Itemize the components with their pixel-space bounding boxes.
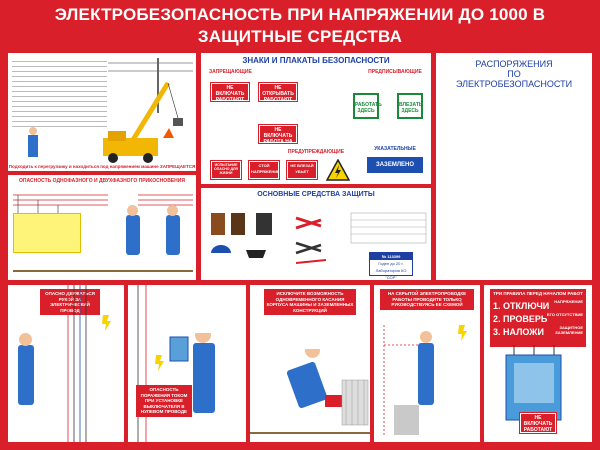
bottom-panel-4: НА СКРЫТОЙ ЭЛЕКТРОПРОВОДКЕ РАБОТЫ ПРОВОД…: [374, 285, 480, 442]
crane-panel: Подходить к перегрузчику и находиться по…: [8, 53, 196, 171]
prohibiting-label: ЗАПРЕЩАЮЩИЕ: [209, 69, 252, 75]
hidden-wiring-illustration: [383, 325, 467, 435]
worker-figure-6: [418, 343, 434, 405]
rule-1: 1. ОТКЛЮЧИ НАПРЯЖЕНИЕ: [493, 296, 583, 311]
worker-head-3: [19, 333, 32, 346]
title-line-2: ЗАЩИТНЫЕ СРЕДСТВА: [197, 27, 403, 46]
bottom-panel-5: ТРИ ПРАВИЛА ПЕРЕД НАЧАЛОМ РАБОТ 1. ОТКЛЮ…: [484, 285, 592, 442]
rule-1-label: 1. ОТКЛЮЧИ: [493, 301, 550, 311]
rule-2-label: 2. ПРОВЕРЬ: [493, 314, 548, 324]
test-tag: № 113399 Годен до 20 г. Лаборатория КО "…: [369, 252, 413, 280]
callout-hand-on-wire: ОПАСНО ДЕРЖАТЬСЯ РУКОЙ ЗА ЭЛЕКТРИЧЕСКИЙ …: [40, 289, 100, 315]
worker-figure-3: [18, 345, 34, 405]
helmet-4: [194, 325, 212, 333]
tag-date: Годен до 20 г.: [378, 261, 404, 266]
orders-panel: РАСПОРЯЖЕНИЯ ПО ЭЛЕКТРОБЕЗОПАСНОСТИ: [436, 53, 592, 280]
worker-figure-4: [193, 343, 215, 413]
callout-neutral-switch: ОПАСНОСТЬ ПОРАЖЕНИЯ ТОКОМ ПРИ УСТАНОВКЕ …: [136, 385, 192, 417]
prescriptive-label: ПРЕДПИСЫВАЮЩИЕ: [368, 69, 422, 75]
title-line-1: ЭЛЕКТРОБЕЗОПАСНОСТЬ ПРИ НАПРЯЖЕНИИ ДО 10…: [54, 5, 546, 24]
sign-switchboard-do-not-switch-on: НЕ ВКЛЮЧАТЬ РАБОТАЮТ ЛЮДИ: [519, 412, 557, 439]
sign-do-not-open: НЕ ОТКРЫВАТЬ РАБОТАЮТ ЛЮДИ: [258, 82, 298, 109]
rule-2-note: ЕГО ОТСУТСТВИЕ: [546, 312, 583, 317]
worker-figure-1: [126, 215, 140, 255]
callout-simultaneous-touch: ИСКЛЮЧИТЕ ВОЗМОЖНОСТЬ ОДНОВРЕМЕННОГО КАС…: [264, 289, 356, 315]
rule-3-note: ЗАЩИТНОЕ ЗАЗЕМЛЕНИЕ: [555, 325, 583, 335]
warning-label: ПРЕДУПРЕЖДАЮЩИЕ: [287, 149, 345, 155]
poster-title: ЭЛЕКТРОБЕЗОПАСНОСТЬ ПРИ НАПРЯЖЕНИИ ДО 10…: [0, 4, 600, 48]
worker-head-1: [127, 205, 138, 216]
protection-heading: ОСНОВНЫЕ СРЕДСТВА ЗАЩИТЫ: [257, 191, 375, 198]
callout-hidden-wiring: НА СКРЫТОЙ ЭЛЕКТРОПРОВОДКЕ РАБОТЫ ПРОВОД…: [380, 289, 474, 310]
tag-lab: Лаборатория КО "СОР": [375, 268, 407, 280]
touch-heading: ОПАСНОСТЬ ОДНОФАЗНОГО И ДВУХФАЗНОГО ПРИК…: [19, 178, 185, 184]
worker-head-2: [167, 205, 178, 216]
sign-work-here: РАБОТАТЬ ЗДЕСЬ: [353, 93, 382, 119]
switch-panel-illustration: [137, 285, 189, 442]
crane-text: [12, 57, 107, 127]
crane-caption: Подходить к перегрузчику и находиться по…: [8, 164, 196, 169]
bottom-panel-3: ИСКЛЮЧИТЕ ВОЗМОЖНОСТЬ ОДНОВРЕМЕННОГО КАС…: [250, 285, 370, 442]
grinder-illustration: [250, 379, 370, 434]
high-voltage-triangle-icon: [326, 159, 350, 181]
indicative-label: УКАЗАТЕЛЬНЫЕ: [374, 146, 416, 152]
rule-1-note: НАПРЯЖЕНИЕ: [554, 299, 583, 304]
protective-equipment-illustration: [211, 212, 427, 264]
sign-do-not-switch-on: НЕ ВКЛЮЧАТЬ РАБОТАЮТ ЛЮДИ: [210, 82, 250, 109]
sign-climb-here: ВЛЕЗАТЬ ЗДЕСЬ: [397, 93, 423, 119]
orders-heading: РАСПОРЯЖЕНИЯ ПО ЭЛЕКТРОБЕЗОПАСНОСТИ: [436, 59, 592, 89]
sign-stop-voltage: СТОЙ НАПРЯЖЕНИЕ: [248, 160, 280, 180]
formula-box: [13, 213, 81, 253]
tag-number: № 113399: [370, 253, 412, 260]
touch-panel: ОПАСНОСТЬ ОДНОФАЗНОГО И ДВУХФАЗНОГО ПРИК…: [8, 175, 196, 280]
sign-do-not-climb: НЕ ВЛЕЗАЙ УБЬЕТ: [286, 160, 318, 180]
sign-grounded: ЗАЗЕМЛЕНО: [367, 157, 423, 173]
rules-box: ТРИ ПРАВИЛА ПЕРЕД НАЧАЛОМ РАБОТ 1. ОТКЛЮ…: [490, 289, 586, 347]
signs-panel: ЗНАКИ И ПЛАКАТЫ БЕЗОПАСНОСТИ ЗАПРЕЩАЮЩИЕ…: [201, 53, 431, 184]
worker-figure-2: [166, 215, 180, 255]
sign-testing: ИСПЫТАНИЕ ОПАСНО ДЛЯ ЖИЗНИ: [210, 160, 242, 180]
bottom-panel-1: ОПАСНО ДЕРЖАТЬСЯ РУКОЙ ЗА ЭЛЕКТРИЧЕСКИЙ …: [8, 285, 124, 442]
bottom-panel-2: ОПАСНОСТЬ ПОРАЖЕНИЯ ТОКОМ ПРИ УСТАНОВКЕ …: [128, 285, 246, 442]
orders-heading-line-3: ЭЛЕКТРОБЕЗОПАСНОСТИ: [455, 79, 573, 89]
rule-2: 2. ПРОВЕРЬ ЕГО ОТСУТСТВИЕ: [493, 309, 583, 324]
helmet-5: [304, 341, 321, 349]
orders-heading-line-2: ПО: [507, 69, 521, 79]
wire-drop-illustration: [67, 285, 111, 442]
orders-heading-line-1: РАСПОРЯЖЕНИЯ: [475, 59, 553, 69]
switchboard-illustration: [505, 345, 562, 421]
rule-3-label: 3. НАЛОЖИ: [493, 327, 544, 337]
rule-3: 3. НАЛОЖИ ЗАЩИТНОЕ ЗАЗЕМЛЕНИЕ: [493, 322, 583, 337]
protection-panel: ОСНОВНЫЕ СРЕДСТВА ЗАЩИТЫ № 113399 Годен …: [201, 188, 431, 280]
rules-heading: ТРИ ПРАВИЛА ПЕРЕД НАЧАЛОМ РАБОТ: [493, 291, 583, 296]
worker-head-6: [420, 331, 432, 343]
signs-heading: ЗНАКИ И ПЛАКАТЫ БЕЗОПАСНОСТИ: [242, 56, 390, 65]
sign-work-on-line: НЕ ВКЛЮЧАТЬ РАБОТА НА ЛИНИИ: [258, 124, 298, 151]
crane-illustration: [28, 58, 193, 163]
